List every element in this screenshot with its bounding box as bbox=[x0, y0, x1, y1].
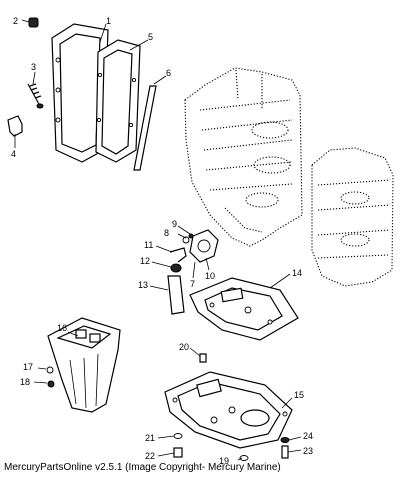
callout-20: 20 bbox=[179, 342, 189, 352]
exhaust-cover-gasket bbox=[95, 39, 141, 163]
elbow-fitting bbox=[169, 247, 187, 263]
callout-labels: 1 2 3 4 5 6 7 8 9 10 11 12 13 14 15 16 1… bbox=[11, 16, 313, 466]
callout-7: 7 bbox=[190, 279, 195, 289]
callout-10: 10 bbox=[205, 271, 215, 281]
pin-20 bbox=[199, 353, 207, 363]
callout-4: 4 bbox=[11, 149, 16, 159]
plug bbox=[28, 17, 39, 28]
callout-2: 2 bbox=[13, 16, 18, 26]
clamp bbox=[170, 263, 182, 273]
callout-3: 3 bbox=[31, 62, 36, 72]
exhaust-tube bbox=[47, 317, 121, 413]
cylinder-block-phantom bbox=[184, 67, 394, 287]
washer-19 bbox=[239, 455, 249, 461]
bolt-8 bbox=[182, 236, 190, 244]
callout-19: 19 bbox=[219, 456, 229, 466]
callout-15: 15 bbox=[294, 390, 304, 400]
callout-12: 12 bbox=[140, 256, 150, 266]
screw bbox=[27, 83, 44, 109]
callout-8: 8 bbox=[164, 228, 169, 238]
callout-6: 6 bbox=[166, 68, 171, 78]
callout-18: 18 bbox=[20, 377, 30, 387]
hose bbox=[133, 85, 157, 171]
leader-lines bbox=[14, 19, 302, 461]
washer-9 bbox=[188, 233, 194, 239]
callout-24: 24 bbox=[303, 431, 313, 441]
screw-18 bbox=[47, 380, 55, 388]
washer-17 bbox=[46, 366, 54, 374]
callout-22: 22 bbox=[145, 451, 155, 461]
callout-23: 23 bbox=[303, 446, 313, 456]
copyright-caption: MercuryPartsOnline v2.5.1 (Image Copyrig… bbox=[4, 462, 281, 473]
callout-5: 5 bbox=[148, 32, 153, 42]
bolt-23 bbox=[281, 445, 289, 459]
adaptor-plate-gasket bbox=[189, 277, 299, 341]
callout-11: 11 bbox=[144, 240, 153, 250]
callout-1: 1 bbox=[106, 16, 111, 26]
water-hose bbox=[167, 275, 185, 315]
callout-17: 17 bbox=[23, 362, 33, 372]
callout-14: 14 bbox=[292, 268, 302, 278]
callout-9: 9 bbox=[172, 219, 177, 229]
washer-24 bbox=[280, 437, 290, 443]
bushing-22 bbox=[173, 447, 183, 458]
callout-13: 13 bbox=[138, 280, 148, 290]
callout-16: 16 bbox=[57, 323, 67, 333]
thermostat-cover bbox=[189, 229, 219, 263]
callout-21: 21 bbox=[145, 433, 155, 443]
washer-21 bbox=[173, 433, 183, 439]
anode-clip bbox=[7, 115, 23, 137]
adaptor-plate bbox=[164, 371, 293, 449]
